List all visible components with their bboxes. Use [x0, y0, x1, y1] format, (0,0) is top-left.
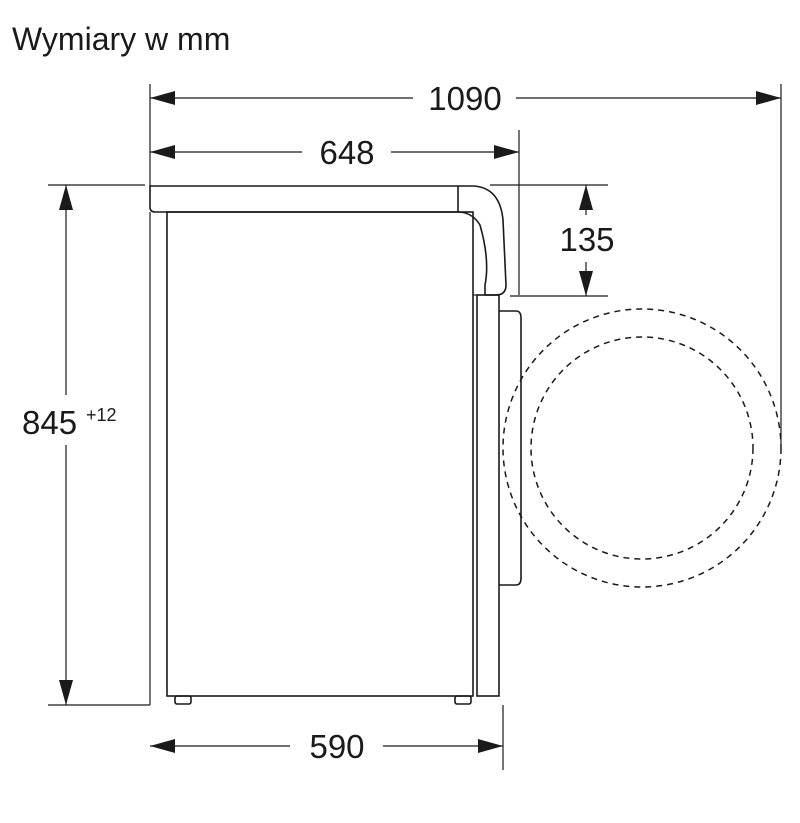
dimension-label-845: 845	[22, 404, 77, 441]
dimension-648: 648	[150, 134, 519, 171]
page-title: Wymiary w mm	[12, 21, 230, 57]
door-swing-circles	[502, 308, 782, 588]
dimension-label-590: 590	[309, 728, 364, 765]
dimension-label-1090: 1090	[428, 80, 501, 117]
dimension-label-135: 135	[559, 221, 614, 258]
dimension-135: 135	[559, 185, 615, 296]
dimension-1090: 1090	[150, 80, 781, 117]
dimension-590: 590	[150, 728, 503, 765]
appliance-side-view	[149, 185, 522, 705]
dimension-label-648: 648	[319, 134, 374, 171]
extension-lines	[48, 84, 782, 770]
dimension-tolerance-label: +12	[86, 405, 117, 425]
dimension-845: 845 +12	[22, 185, 117, 705]
